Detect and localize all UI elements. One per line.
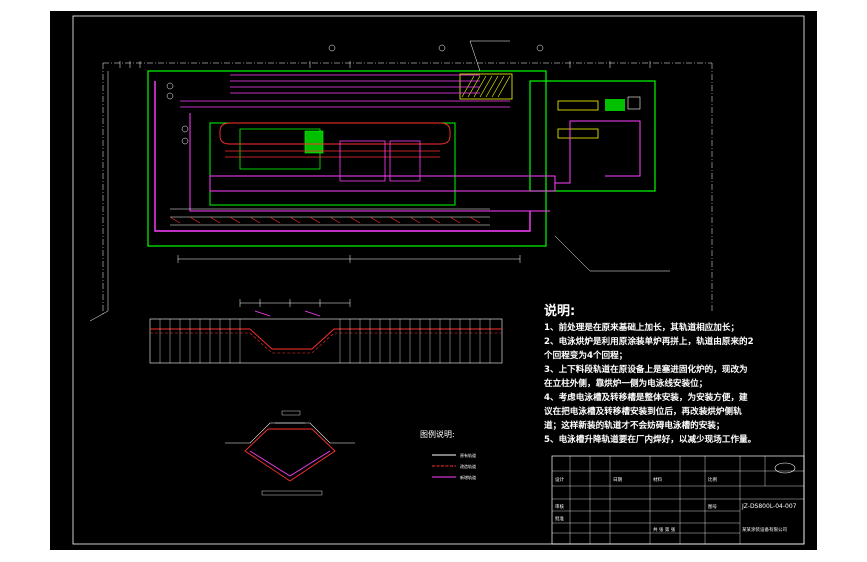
drawing-canvas[interactable]: 说明: 1、前处理是在原来基础上加长，其轨道相应加长； 2、电泳烘炉是利用原涂装… <box>50 11 817 550</box>
legend: 图例说明: 原有轨道 改造轨道 新增轨道 <box>420 429 476 480</box>
title-block: 设计 审核 批准 日期 材料 比例 共 张 第 张 图号 JZ-DS800L-0… <box>551 455 805 545</box>
tb-approve-label: 批准 <box>555 515 564 522</box>
tb-company: 某某涂装设备有限公司 <box>742 526 787 533</box>
tb-design-label: 设计 <box>555 476 564 483</box>
note-line: 5、电泳槽升降轨道要在厂内焊好，以减少现场工作量。 <box>544 433 756 445</box>
drawing-border <box>72 15 805 545</box>
detail-view <box>225 410 355 496</box>
tb-sheet-label: 共 张 第 张 <box>653 526 676 533</box>
legend-label: 改造轨道 <box>460 463 476 469</box>
note-line: 个回程变为4个回程； <box>543 349 627 361</box>
projection-symbol <box>774 462 796 474</box>
plant-layout <box>89 40 713 322</box>
legend-title: 图例说明: <box>420 429 455 439</box>
tb-scale-label: 比例 <box>708 476 717 483</box>
note-line: 在立柱外侧，靠烘炉一侧为电泳线安装位； <box>544 377 707 389</box>
tb-drawing-no-label: 图号 <box>708 504 717 510</box>
note-line: 4、考虑电泳槽及转移槽是整体安装，为安装方便，建 <box>544 391 748 403</box>
note-line: 道；这样新装的轨道才不会妨碍电泳槽的安装； <box>544 419 724 431</box>
drawing-svg: 说明: 1、前处理是在原来基础上加长，其轨道相应加长； 2、电泳烘炉是利用原涂装… <box>72 15 805 545</box>
section-view <box>149 299 503 364</box>
note-line: 3、上下料段轨道在原设备上是塞进固化炉的，现改为 <box>544 363 748 375</box>
tb-check-label: 审核 <box>555 503 564 510</box>
notes-title: 说明: <box>544 303 575 319</box>
tb-material-label: 材料 <box>653 476 662 483</box>
tb-date-label: 日期 <box>613 477 622 483</box>
legend-label: 新增轨道 <box>460 474 476 480</box>
legend-label: 原有轨道 <box>460 452 476 458</box>
note-line: 2、电泳烘炉是利用原涂装单炉再拼上，轨道由原来的2 <box>544 335 754 347</box>
tb-drawing-no: JZ-DS800L-04-007 <box>741 503 797 510</box>
note-line: 议在把电泳槽及转移槽安装到位后，再改装烘炉侧轨 <box>544 405 742 417</box>
note-line: 1、前处理是在原来基础上加长，其轨道相应加长； <box>544 321 739 333</box>
notes-block: 说明: 1、前处理是在原来基础上加长，其轨道相应加长； 2、电泳烘炉是利用原涂装… <box>543 303 756 445</box>
